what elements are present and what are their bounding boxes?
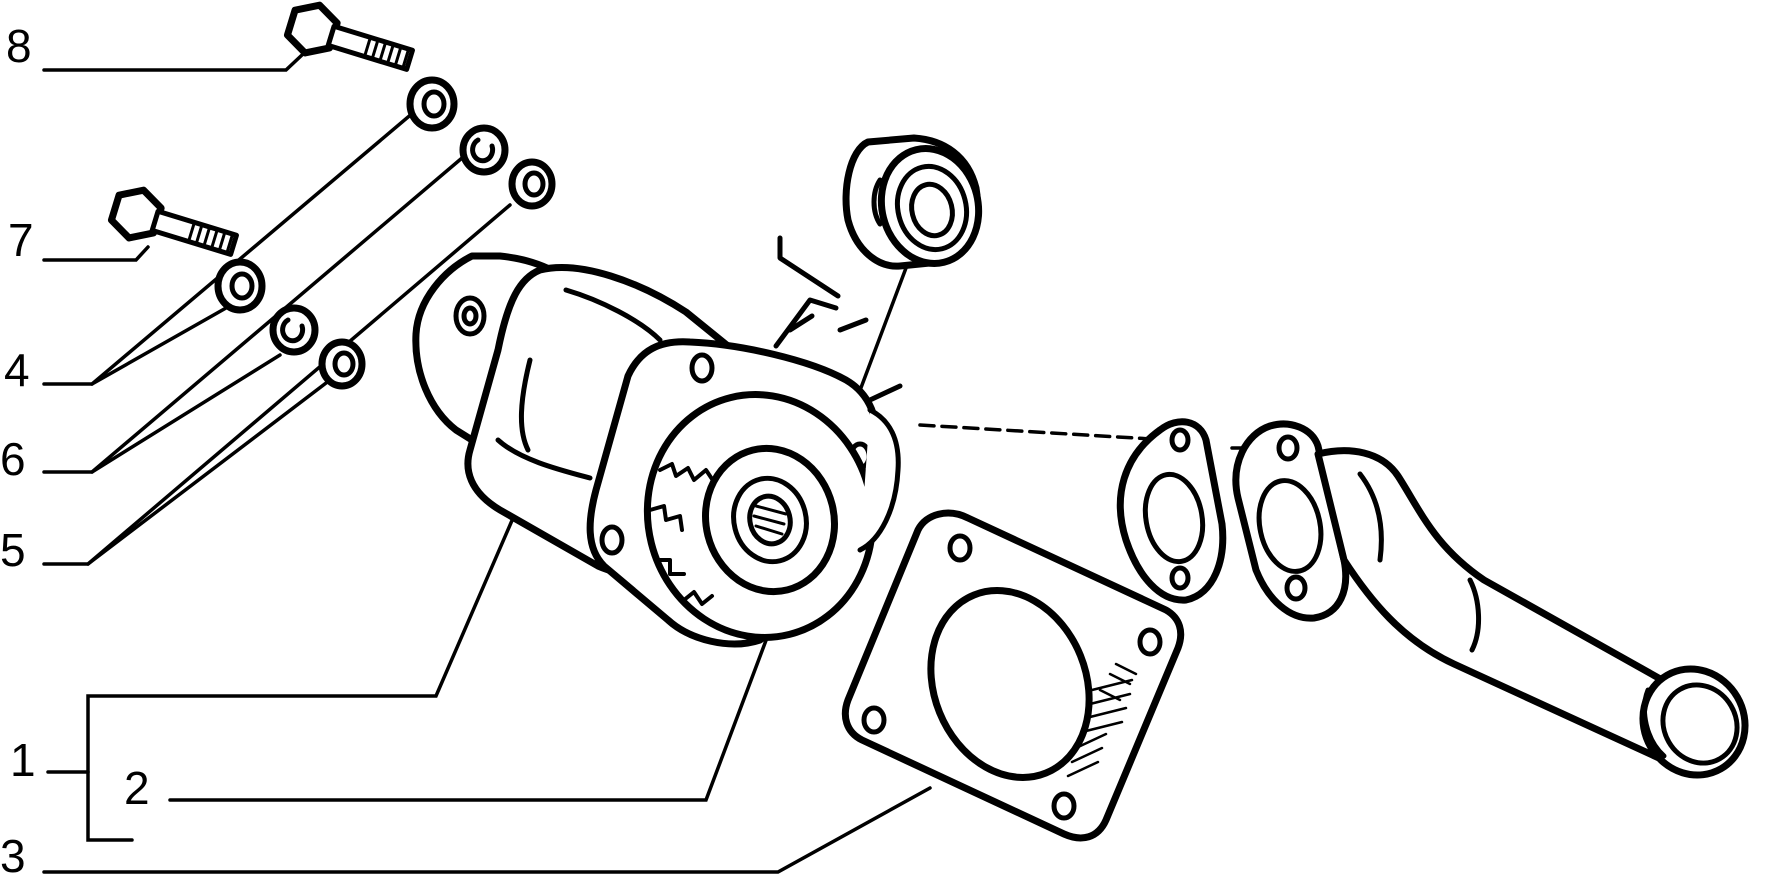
part-4-washer-lower <box>214 258 266 314</box>
small-oval-gasket <box>1116 418 1227 604</box>
leader-3 <box>42 786 932 874</box>
part-2-bushing <box>842 134 983 270</box>
leader-5b <box>86 378 332 566</box>
outlet-pipe <box>1232 420 1749 779</box>
leader-8 <box>42 53 304 72</box>
leader-1-bracket <box>86 500 522 842</box>
callout-4-label: 4 <box>4 344 30 396</box>
part-5-washer-lower <box>318 338 366 390</box>
leader-lines <box>42 53 1292 874</box>
part-4-washer-upper <box>406 76 458 132</box>
part-8-bolt <box>283 1 415 72</box>
part-7-bolt <box>107 186 239 257</box>
part-3-gasket-plate <box>841 509 1185 842</box>
part-1-pump-housing <box>412 252 903 648</box>
breather-tube <box>773 235 869 349</box>
callout-2-label: 2 <box>124 762 150 814</box>
callout-5-label: 5 <box>0 524 26 576</box>
leader-7 <box>42 245 150 262</box>
leader-6b <box>90 353 282 474</box>
part-6-split-washer-upper <box>459 124 509 176</box>
callout-1-label: 1 <box>10 734 36 786</box>
callout-8-label: 8 <box>6 20 32 72</box>
alignment-line-gasket <box>918 423 1170 442</box>
callout-3-label: 3 <box>0 830 26 879</box>
leader-4b <box>90 306 228 386</box>
part-6-split-washer-lower <box>269 304 319 356</box>
part-5-washer-upper <box>508 158 556 210</box>
callout-6-label: 6 <box>0 433 26 485</box>
callout-7-label: 7 <box>8 214 34 266</box>
